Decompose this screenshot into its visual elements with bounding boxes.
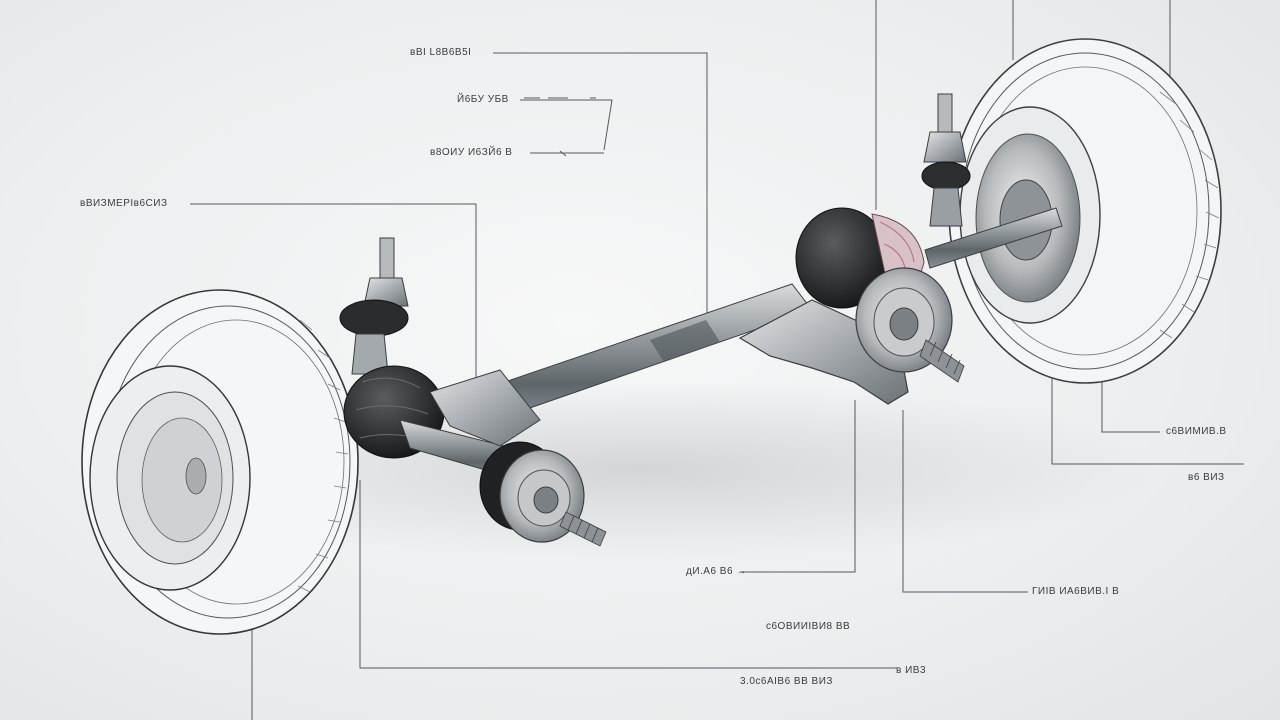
callout-label-3: в8ОИУ И6ЗЙ6 В (430, 147, 513, 158)
left-hub (479, 441, 607, 547)
right-strut (921, 93, 971, 227)
right-wheel (948, 38, 1222, 384)
callout-label-9: с6ОВИИІВИ8 ВВ (766, 621, 851, 632)
callout-label-2: Й6БУ УБВ (457, 94, 509, 105)
callout-label-7: дИ.А6 В6 → (686, 566, 747, 577)
right-half-shaft (924, 207, 1063, 269)
callout-label-8: ГИІВ ИА6ВИВ.І В (1032, 586, 1120, 597)
callout-label-1: вВІ L8В6В5І (410, 47, 472, 58)
callout-label-4: вВИЗМЕРІв6СИЗ (80, 198, 168, 209)
callout-label-5: с6ВИМИВ.В (1166, 426, 1227, 437)
left-strut (339, 237, 409, 375)
callout-label-11: 3.0с6АІВ6 ВВ ВИЗ (740, 676, 833, 687)
callout-label-10: в ИВ3 (896, 665, 927, 676)
differential-housing (738, 207, 965, 405)
label-connectors (524, 97, 596, 157)
left-wheel (81, 289, 359, 635)
callout-label-6: в6 ВИЗ (1188, 472, 1225, 483)
